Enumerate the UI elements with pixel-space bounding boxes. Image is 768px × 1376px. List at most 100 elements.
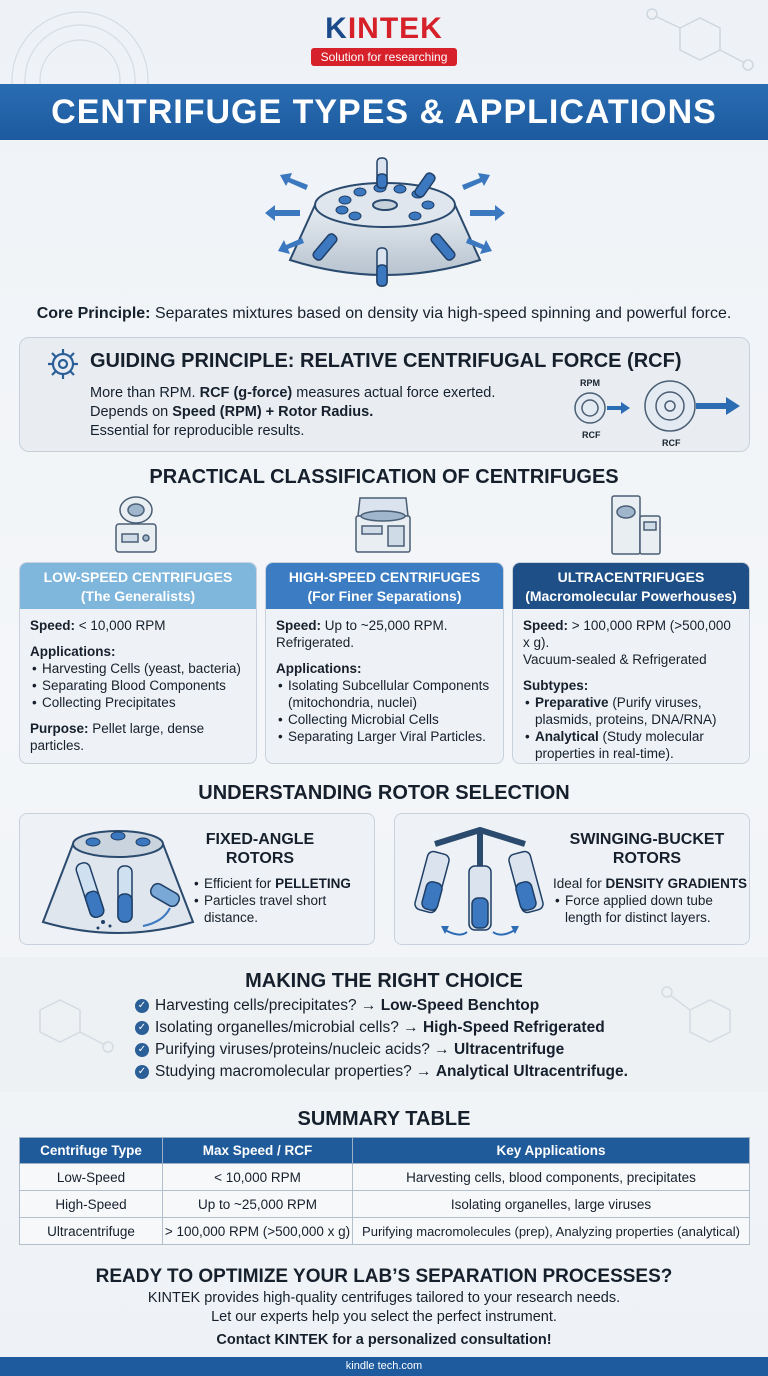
subtype-name: Preparative bbox=[535, 695, 609, 710]
card-high-speed-body: Speed: Up to ~25,000 RPM. Refrigerated. … bbox=[266, 609, 503, 753]
table-cell: < 10,000 RPM bbox=[162, 1163, 353, 1191]
fixed-angle-title-1: FIXED-ANGLE bbox=[205, 831, 315, 848]
rcf-diagram-rcf-large: RCF bbox=[662, 438, 681, 448]
speed-label: Speed: bbox=[276, 618, 322, 633]
list-item: Force applied down tube length for disti… bbox=[553, 892, 748, 926]
molecule-decoration-icon bbox=[646, 8, 754, 71]
subtype-desc: (Study molecular properties in real-time… bbox=[535, 729, 704, 761]
card-low-speed-body: Speed: < 10,000 RPM Applications: Harves… bbox=[20, 609, 256, 762]
check-circle-icon: ✓ bbox=[135, 999, 149, 1013]
table-row: Low-Speed < 10,000 RPM Harvesting cells,… bbox=[19, 1163, 750, 1191]
card-low-speed-subtitle: (The Generalists) bbox=[80, 588, 196, 604]
column-header: Max Speed / RCF bbox=[162, 1137, 353, 1164]
card-high-speed: HIGH-SPEED CENTRIFUGES (For Finer Separa… bbox=[265, 562, 504, 764]
choice-question: Purifying viruses/proteins/nucleic acids… bbox=[155, 1041, 450, 1058]
core-principle: Core Principle: Separates mixtures based… bbox=[0, 305, 768, 323]
footer-url[interactable]: kindle tech.com bbox=[0, 1357, 768, 1376]
rcf-diagram-icon bbox=[574, 380, 740, 432]
table-row: Ultracentrifuge > 100,000 RPM (>500,000 … bbox=[19, 1217, 750, 1245]
choice-question: Isolating organelles/microbial cells? → bbox=[155, 1019, 419, 1036]
card-low-speed-title: LOW-SPEED CENTRIFUGES bbox=[43, 569, 233, 585]
card-low-speed-header: LOW-SPEED CENTRIFUGES (The Generalists) bbox=[20, 563, 256, 609]
card-ultracentrifuge: ULTRACENTRIFUGES (Macromolecular Powerho… bbox=[512, 562, 750, 764]
brand-name-rest: INTEK bbox=[347, 12, 443, 45]
card-high-speed-header: HIGH-SPEED CENTRIFUGES (For Finer Separa… bbox=[266, 563, 503, 609]
list-item: Separating Larger Viral Particles. bbox=[276, 728, 493, 745]
subtypes-label: Subtypes: bbox=[523, 678, 589, 693]
list-item: Analytical (Study molecular properties i… bbox=[523, 728, 739, 762]
swing-l1b: DENSITY GRADIENTS bbox=[605, 876, 748, 891]
choice-section bbox=[0, 957, 768, 1092]
list-item: ✓ Harvesting cells/precipitates? → Low-Sp… bbox=[135, 995, 628, 1017]
brand-logo: KINTEK Solution for researching bbox=[0, 12, 768, 66]
table-cell: Isolating organelles, large viruses bbox=[352, 1190, 750, 1218]
purpose-label: Purpose: bbox=[30, 721, 89, 736]
swinging-bucket-panel: SWINGING-BUCKET ROTORS Ideal for DENSITY… bbox=[394, 813, 750, 945]
card-ultra-header: ULTRACENTRIFUGES (Macromolecular Powerho… bbox=[513, 563, 749, 609]
table-header-row: Centrifuge Type Max Speed / RCF Key Appl… bbox=[19, 1137, 750, 1164]
fixed-angle-title-2: ROTORS bbox=[225, 850, 295, 867]
fixed-b1a: Efficient for bbox=[204, 876, 272, 891]
cta-line-1: KINTEK provides high-quality centrifuges… bbox=[147, 1290, 621, 1306]
fixed-angle-title: FIXED-ANGLE ROTORS bbox=[200, 830, 320, 868]
table-cell: High-Speed bbox=[19, 1190, 163, 1218]
rcf-diagram-rpm: RPM bbox=[580, 378, 600, 388]
rcf-line3: Essential for reproducible results. bbox=[90, 423, 305, 439]
table-cell: Up to ~25,000 RPM bbox=[162, 1190, 353, 1218]
list-item: Isolating Subcellular Components (mitoch… bbox=[276, 677, 493, 711]
card-high-speed-title: HIGH-SPEED CENTRIFUGES bbox=[288, 569, 481, 585]
rcf-line1-b: RCF (g-force) bbox=[199, 385, 293, 401]
applications-label: Applications: bbox=[276, 661, 362, 676]
table-cell: Low-Speed bbox=[19, 1163, 163, 1191]
rcf-line2-a: Depends on bbox=[90, 404, 169, 420]
rotor-heading: UNDERSTANDING ROTOR SELECTION bbox=[198, 782, 570, 804]
brand-tagline: Solution for researching bbox=[310, 48, 458, 66]
choice-question: Harvesting cells/precipitates? → bbox=[155, 997, 377, 1014]
fixed-angle-text: Efficient for PELLETING Particles travel… bbox=[192, 875, 372, 926]
swinging-bucket-text: Ideal for DENSITY GRADIENTS Force applie… bbox=[553, 875, 748, 926]
fixed-b1b: PELLETING bbox=[275, 876, 351, 891]
choice-list: ✓ Harvesting cells/precipitates? → Low-Sp… bbox=[135, 995, 628, 1083]
molecule-decoration-icon bbox=[661, 986, 731, 1043]
choice-answer: Ultracentrifuge bbox=[453, 1041, 565, 1058]
rcf-title: GUIDING PRINCIPLE: RELATIVE CENTRIFUGAL … bbox=[90, 350, 682, 372]
swinging-bucket-title: SWINGING-BUCKET ROTORS bbox=[557, 830, 737, 868]
card-ultra-subtitle: (Macromolecular Powerhouses) bbox=[525, 588, 737, 604]
cta-contact-link[interactable]: Contact KINTEK for a personalized consul… bbox=[216, 1332, 552, 1348]
list-item: ✓Studying macromolecular properties? → A… bbox=[135, 1061, 628, 1083]
subtype-name: Analytical bbox=[535, 729, 599, 744]
ultracentrifuge-icon bbox=[611, 495, 661, 555]
speed-label: Speed: bbox=[30, 618, 76, 633]
core-label: Core Principle: bbox=[36, 305, 151, 322]
swinging-title-2: ROTORS bbox=[612, 850, 682, 867]
choice-answer: Analytical Ultracentrifuge. bbox=[435, 1063, 628, 1080]
list-item: Efficient for PELLETING bbox=[192, 875, 372, 892]
fixed-angle-rotor-icon bbox=[41, 830, 195, 934]
speed-label: Speed: bbox=[523, 618, 569, 633]
rcf-panel: GUIDING PRINCIPLE: RELATIVE CENTRIFUGAL … bbox=[19, 337, 750, 452]
cta-heading: READY TO OPTIMIZE YOUR LAB’S SEPARATION … bbox=[95, 1266, 673, 1287]
title-banner: CENTRIFUGE TYPES & APPLICATIONS bbox=[0, 84, 768, 140]
table-row: High-Speed Up to ~25,000 RPM Isolating o… bbox=[19, 1190, 750, 1218]
table-cell: Ultracentrifuge bbox=[19, 1217, 163, 1245]
fixed-angle-panel: FIXED-ANGLE ROTORS Efficient for PELLETI… bbox=[19, 813, 375, 945]
cta-line-2: Let our experts help you select the perf… bbox=[211, 1309, 557, 1325]
list-item: Collecting Microbial Cells bbox=[276, 711, 493, 728]
rcf-description: More than RPM. RCF (g-force) measures ac… bbox=[90, 384, 495, 441]
molecule-decoration-icon bbox=[39, 999, 114, 1053]
table-heading: SUMMARY TABLE bbox=[297, 1108, 471, 1130]
purpose-value: Pellet large, dense particles. bbox=[30, 721, 205, 753]
swinging-bucket-rotor-icon bbox=[414, 827, 544, 936]
list-item: Separating Blood Components bbox=[30, 677, 246, 694]
speed-note: Refrigerated. bbox=[276, 635, 355, 650]
choice-answer: Low-Speed Benchtop bbox=[380, 997, 540, 1014]
rcf-diagram-rcf-small: RCF bbox=[582, 430, 601, 440]
card-high-speed-subtitle: (For Finer Separations) bbox=[307, 588, 462, 604]
speed-value: > 100,000 RPM (>500,000 x g). bbox=[523, 618, 731, 650]
brand-name: KINTEK bbox=[325, 12, 443, 45]
orbit-decoration-icon bbox=[11, 11, 149, 110]
list-item: ✓Isolating organelles/microbial cells? →… bbox=[135, 1017, 628, 1039]
classification-heading: PRACTICAL CLASSIFICATION OF CENTRIFUGES bbox=[149, 466, 619, 488]
table-cell: Purifying macromolecules (prep), Analyzi… bbox=[352, 1217, 750, 1245]
list-item: Collecting Precipitates bbox=[30, 694, 246, 711]
